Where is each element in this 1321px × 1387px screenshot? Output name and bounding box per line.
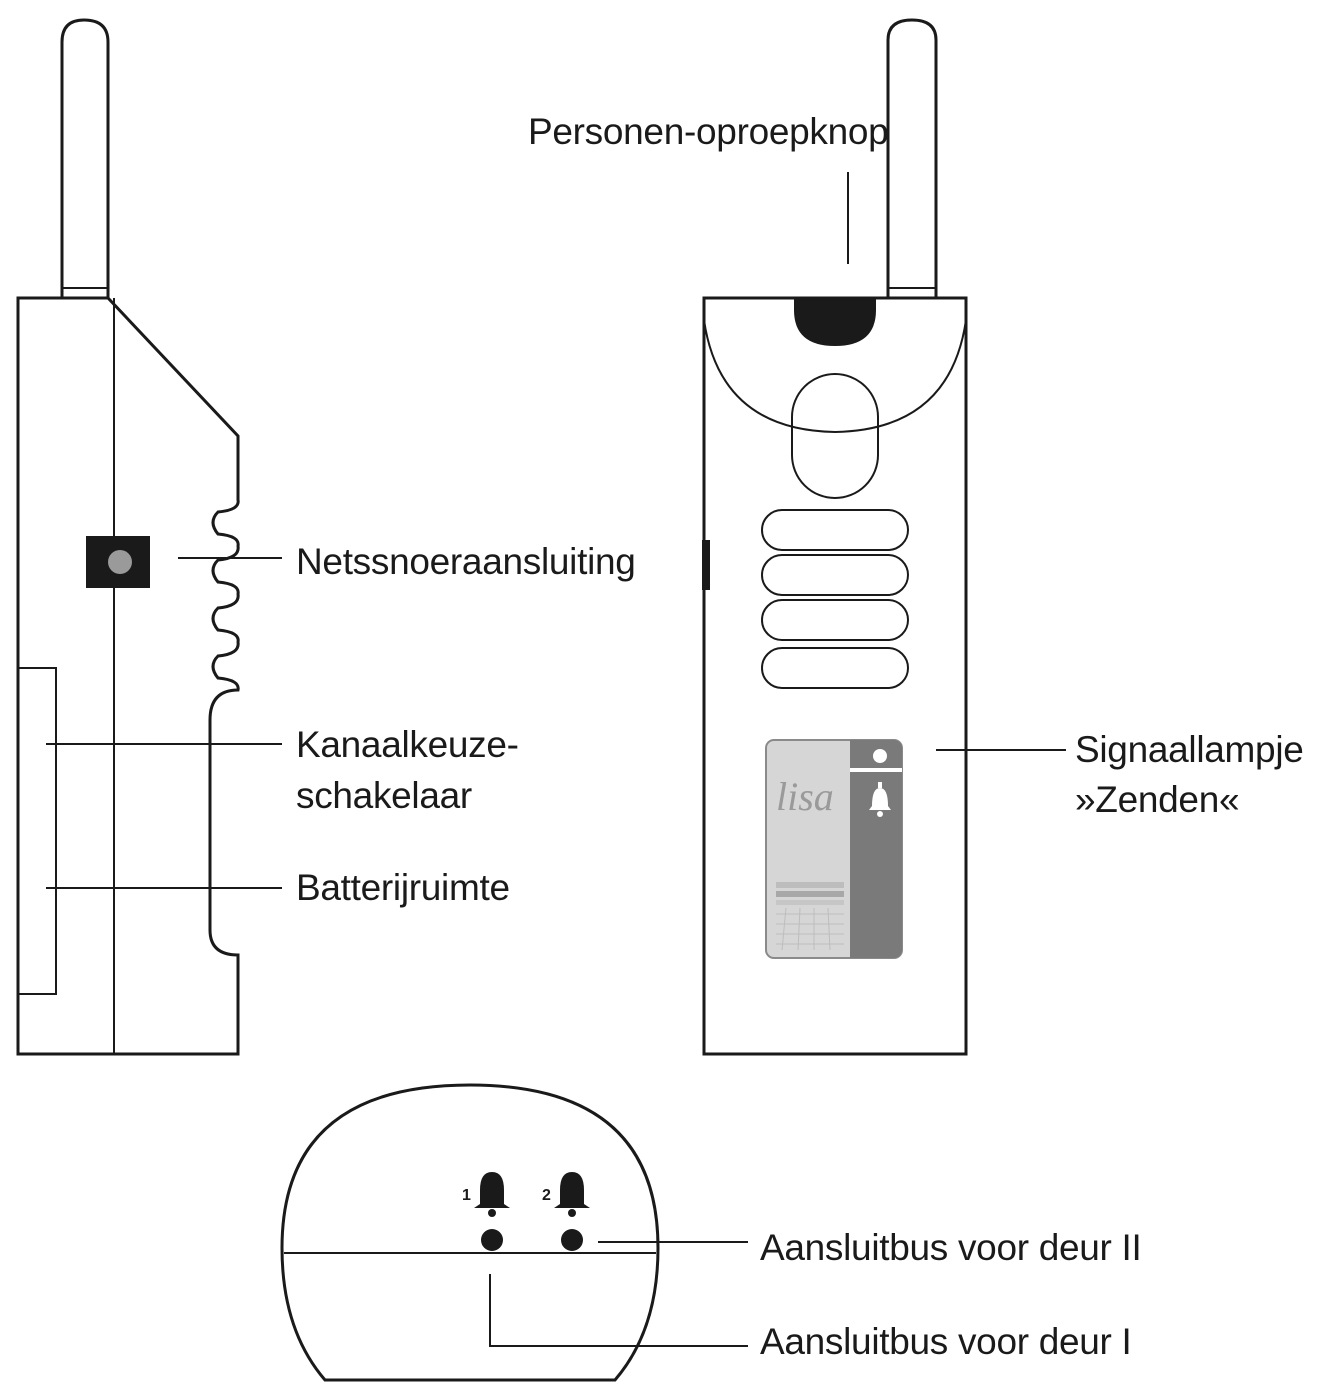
label-personen-oproepknop: Personen-oproepknop — [528, 111, 889, 152]
door-1-socket — [481, 1229, 503, 1251]
front-oval-window — [791, 373, 879, 499]
bell-icon — [474, 1172, 510, 1217]
door-2-socket — [561, 1229, 583, 1251]
battery-compartment — [17, 667, 57, 995]
label-batterijruimte: Batterijruimte — [296, 867, 510, 908]
call-button — [794, 298, 876, 346]
side-antenna — [60, 18, 110, 298]
bell-2-number: 2 — [542, 1187, 551, 1204]
label-signaallampje-line1: Signaallampje — [1075, 729, 1304, 770]
label-signaallampje-line2: »Zenden« — [1075, 779, 1240, 820]
bottom-view — [280, 1083, 660, 1382]
label-aansluitbus-deur-1: Aansluitbus voor deur I — [760, 1321, 1132, 1362]
bottom-body-outline — [280, 1083, 660, 1382]
side-body-outline — [16, 296, 240, 1056]
label-netssnoeraansluiting: Netssnoeraansluiting — [296, 541, 636, 582]
label-aansluitbus-deur-2: Aansluitbus voor deur II — [760, 1227, 1142, 1268]
label-kanaalkeuze-line2: schakelaar — [296, 775, 472, 816]
front-label-panel: lisa — [765, 739, 903, 959]
front-antenna — [886, 18, 938, 298]
side-view — [16, 18, 240, 1056]
bell-icon — [869, 782, 891, 817]
speaker-slot — [761, 599, 909, 641]
label-kanaalkeuze-line1: Kanaalkeuze- — [296, 724, 519, 765]
bell-1-number: 1 — [462, 1187, 471, 1204]
front-top-arc — [703, 319, 967, 434]
speaker-slot — [761, 554, 909, 596]
leader-deur-1 — [489, 1274, 748, 1347]
brand-logo: lisa — [776, 774, 834, 819]
power-socket-pin — [108, 550, 132, 574]
speaker-slot — [761, 647, 909, 689]
indicator-led-icon — [873, 749, 887, 763]
speaker-slot — [761, 509, 909, 551]
bell-icon — [554, 1172, 590, 1217]
leader-lines — [46, 172, 1066, 1347]
front-side-notch — [702, 540, 710, 590]
